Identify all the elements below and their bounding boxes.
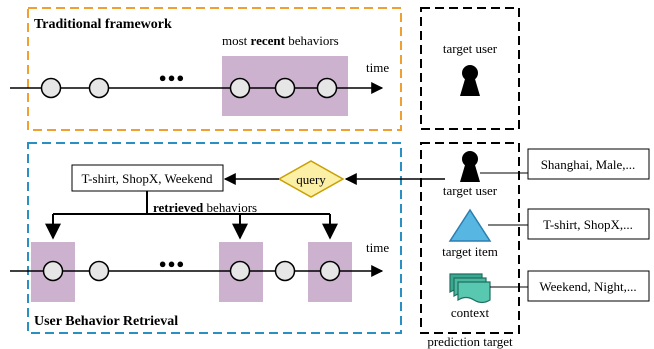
traditional-framework-panel bbox=[27, 7, 402, 131]
user-features-text: Shanghai, Male,... bbox=[541, 157, 636, 172]
top-target-user-label: target user bbox=[443, 41, 498, 56]
query-result-text: T-shirt, ShopX, Weekend bbox=[81, 171, 213, 186]
bottom-behavior-node bbox=[274, 260, 296, 282]
recent-behavior-node bbox=[274, 77, 296, 99]
query-label: query bbox=[296, 172, 326, 187]
top-target-user-box bbox=[420, 7, 520, 130]
retrieved-behavior-node bbox=[229, 260, 251, 282]
retrieved-behavior-node bbox=[319, 260, 341, 282]
target-user-label: target user bbox=[443, 183, 498, 198]
recent-behavior-node bbox=[229, 77, 251, 99]
bottom-ellipsis: ●●● bbox=[159, 256, 186, 271]
item-features-box bbox=[527, 208, 650, 240]
target-item-label: target item bbox=[442, 244, 498, 259]
top-ellipsis: ●●● bbox=[159, 70, 186, 85]
user-features-box bbox=[527, 148, 650, 180]
context-label: context bbox=[451, 305, 490, 320]
context-features-box bbox=[527, 270, 650, 302]
top-behavior-node bbox=[88, 77, 110, 99]
retrieved-behaviors-label: retrieved behaviors bbox=[153, 200, 257, 215]
top-behavior-node bbox=[40, 77, 62, 99]
retrieval-branches bbox=[45, 191, 338, 240]
item-features-text: T-shirt, ShopX,... bbox=[543, 217, 633, 232]
user-behavior-retrieval-title: User Behavior Retrieval bbox=[34, 314, 178, 329]
query-result-box bbox=[71, 164, 224, 192]
recent-behaviors-label: most recent behaviors bbox=[222, 33, 339, 48]
target-user-icon bbox=[460, 151, 480, 182]
context-document-icon bbox=[449, 273, 491, 304]
query-diamond bbox=[277, 160, 345, 198]
prediction-target-caption: prediction target bbox=[427, 334, 513, 349]
user-behavior-retrieval-panel bbox=[27, 142, 402, 334]
target-item-triangle-icon bbox=[448, 208, 492, 242]
retrieved-behavior-node bbox=[42, 260, 64, 282]
traditional-framework-title: Traditional framework bbox=[34, 17, 172, 32]
recent-behavior-node bbox=[316, 77, 338, 99]
top-time-label: time bbox=[366, 60, 389, 75]
bottom-time-label: time bbox=[366, 240, 389, 255]
bottom-behavior-node bbox=[88, 260, 110, 282]
context-features-text: Weekend, Night,... bbox=[539, 279, 636, 294]
prediction-target-box bbox=[420, 142, 520, 334]
user-icon bbox=[460, 65, 480, 96]
